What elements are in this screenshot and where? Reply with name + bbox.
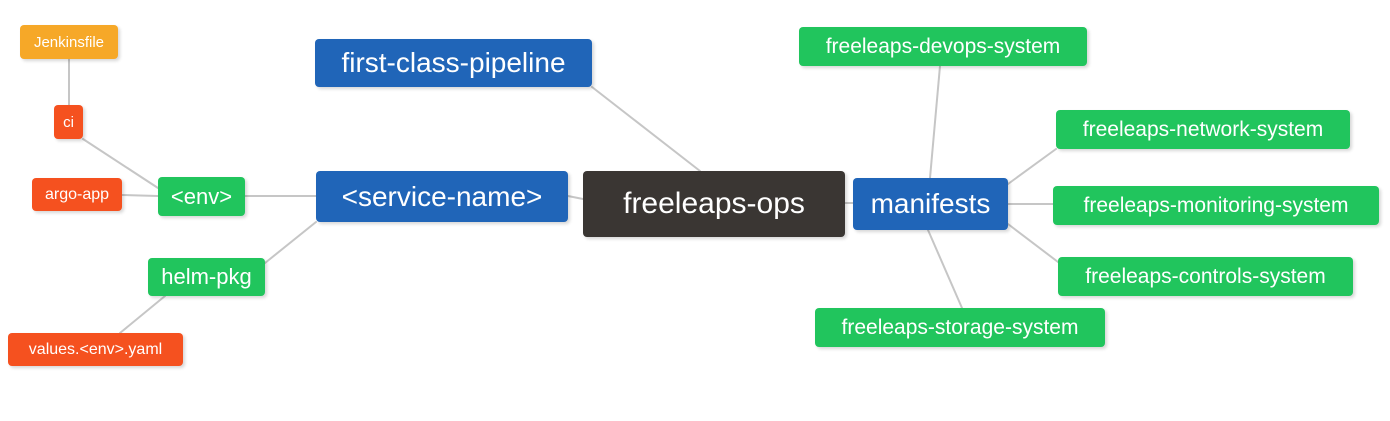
edge-service-name-to-helm-pkg (264, 221, 317, 264)
edge-helm-pkg-to-values-env-yaml (119, 295, 166, 334)
node-label-jenkinsfile: Jenkinsfile (33, 33, 105, 51)
node-first-class-pipeline[interactable]: first-class-pipeline (315, 39, 592, 87)
node-label-first-class-pipeline: first-class-pipeline (341, 47, 566, 78)
node-label-ci: ci (63, 113, 74, 131)
node-label-env: <env> (170, 183, 233, 209)
node-freeleaps-controls-system[interactable]: freeleaps-controls-system (1058, 257, 1353, 296)
node-service-name[interactable]: <service-name> (316, 171, 568, 222)
node-label-freeleaps-network-system: freeleaps-network-system (1082, 118, 1324, 141)
node-label-freeleaps-controls-system: freeleaps-controls-system (1085, 265, 1326, 288)
node-values-env-yaml[interactable]: values.<env>.yaml (8, 333, 183, 366)
edge-service-name-to-freeleaps-ops (567, 195, 584, 200)
node-label-freeleaps-storage-system: freeleaps-storage-system (841, 316, 1079, 339)
node-label-freeleaps-devops-system: freeleaps-devops-system (825, 35, 1061, 58)
node-helm-pkg[interactable]: helm-pkg (148, 258, 265, 296)
node-freeleaps-monitoring-system[interactable]: freeleaps-monitoring-system (1053, 186, 1379, 225)
node-jenkinsfile[interactable]: Jenkinsfile (20, 25, 118, 59)
node-label-freeleaps-monitoring-system: freeleaps-monitoring-system (1083, 194, 1349, 217)
node-manifests[interactable]: manifests (853, 178, 1008, 230)
node-argo-app[interactable]: argo-app (32, 178, 122, 211)
node-freeleaps-storage-system[interactable]: freeleaps-storage-system (815, 308, 1105, 347)
node-freeleaps-network-system[interactable]: freeleaps-network-system (1056, 110, 1350, 149)
edge-manifests-to-freeleaps-devops-system (929, 65, 941, 179)
node-ci[interactable]: ci (54, 105, 83, 139)
node-label-values-env-yaml: values.<env>.yaml (28, 340, 163, 358)
edge-first-class-pipeline-to-freeleaps-ops (591, 86, 701, 172)
node-freeleaps-ops[interactable]: freeleaps-ops (583, 171, 845, 237)
node-label-helm-pkg: helm-pkg (161, 264, 252, 289)
node-env[interactable]: <env> (158, 177, 245, 216)
node-label-manifests: manifests (870, 188, 991, 219)
node-label-freeleaps-ops: freeleaps-ops (623, 187, 805, 220)
node-label-service-name: <service-name> (341, 180, 543, 212)
node-label-argo-app: argo-app (44, 185, 110, 203)
edge-argo-app-to-env (121, 194, 159, 197)
edge-manifests-to-freeleaps-controls-system (1007, 223, 1059, 263)
edge-manifests-to-freeleaps-storage-system (927, 229, 963, 309)
node-freeleaps-devops-system[interactable]: freeleaps-devops-system (799, 27, 1087, 66)
edge-manifests-to-freeleaps-network-system (1007, 148, 1057, 185)
